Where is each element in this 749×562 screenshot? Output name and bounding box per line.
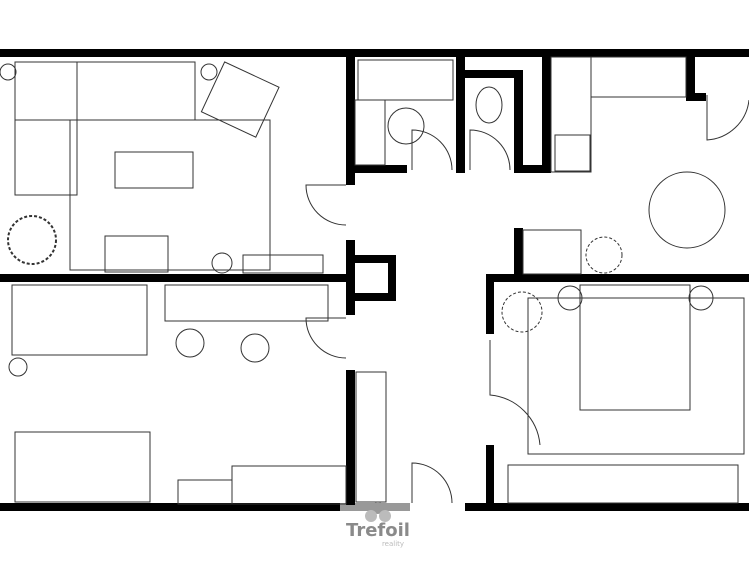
coffee-table [114, 151, 194, 189]
wall-left-horizontal [0, 274, 350, 282]
chair [175, 328, 205, 358]
bed-top [11, 284, 148, 356]
wardrobe [355, 371, 387, 503]
side-table [211, 252, 233, 274]
bed-bottom [14, 431, 151, 503]
washer [354, 99, 386, 166]
door-swing-7 [469, 129, 511, 171]
lamp-2 [200, 63, 218, 81]
sink [357, 59, 454, 101]
cabinet [522, 229, 582, 275]
wall-right-vertical [486, 274, 494, 334]
plant-2 [585, 236, 623, 274]
wall-bottom-right [465, 503, 749, 511]
door-swing-2 [305, 317, 347, 359]
furniture [0, 56, 749, 505]
chair-2 [240, 333, 270, 363]
logo: Trefoil reality [338, 500, 418, 548]
kitchen-counter-2 [590, 56, 687, 98]
door-swing-5 [706, 95, 749, 141]
rug [69, 119, 271, 271]
sofa-chaise [14, 61, 78, 196]
pillar [350, 255, 396, 263]
wall-bottom-left [0, 503, 340, 511]
wall-bath-2 [456, 57, 465, 173]
bedroom-dresser [507, 464, 739, 504]
nightstand [177, 479, 233, 505]
door-swing-3 [411, 462, 453, 504]
pillar-3 [350, 293, 396, 301]
wall-top [0, 49, 749, 57]
wall-kitchen [686, 57, 695, 101]
tv-stand [104, 235, 169, 273]
nightstand-3 [688, 285, 714, 311]
wall-right-vertical-top [514, 228, 523, 278]
wall-bath-4 [514, 70, 523, 173]
wall-bath-3 [465, 70, 523, 78]
logo-name: Trefoil [346, 520, 410, 541]
lamp-3 [8, 357, 28, 377]
stove [554, 134, 591, 172]
walls [0, 49, 749, 511]
plant [7, 215, 57, 265]
wall-bath-5 [542, 57, 551, 173]
wall-center-vertical-low [346, 370, 355, 505]
double-bed [579, 284, 691, 411]
door-swing-4 [489, 340, 541, 446]
toilet [475, 86, 503, 124]
sofa [14, 61, 196, 121]
trefoil-logo-icon [338, 500, 418, 522]
dresser [231, 465, 347, 505]
pillar-2 [388, 255, 396, 301]
wall-kitchen-2 [686, 93, 706, 101]
wall-right-vertical-low [486, 445, 494, 507]
kitchen-counter [550, 56, 592, 173]
wall-bath-1 [355, 165, 407, 173]
lamp [0, 63, 17, 81]
wall-center-vertical-top [346, 57, 355, 185]
door-swing-6 [411, 129, 453, 171]
plant-3 [501, 291, 543, 333]
bedroom-rug [527, 297, 745, 455]
shelf [242, 254, 324, 274]
door-swing-1 [305, 184, 347, 226]
wall-center-vertical-mid [346, 240, 355, 315]
desk [164, 284, 329, 322]
logo-tagline: reality [381, 540, 405, 548]
wall-right-horizontal [486, 274, 749, 282]
dining-table [648, 171, 726, 249]
armchair [200, 61, 280, 138]
wall-bath-6 [523, 165, 551, 173]
shower [387, 107, 425, 145]
nightstand-2 [557, 285, 583, 311]
